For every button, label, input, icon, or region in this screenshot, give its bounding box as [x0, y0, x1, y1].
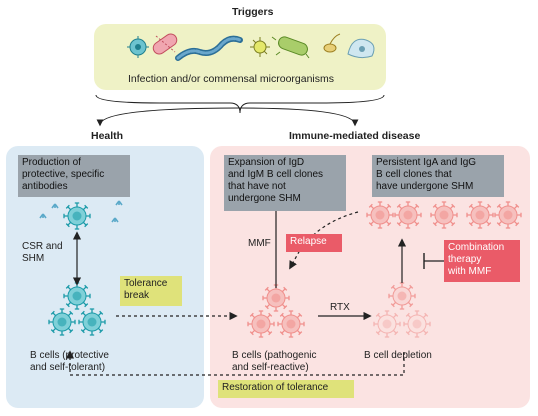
- b-cell-icon: [366, 201, 394, 229]
- b-cell-icon: [78, 308, 106, 336]
- chain-bacterium-icon: [175, 35, 243, 61]
- microorganism-icons: [127, 33, 375, 61]
- bcell-cluster-pathogenic: [247, 284, 305, 338]
- triggers-title: Triggers: [232, 6, 274, 18]
- expansion-box: Expansion of IgD and IgM B cell clones t…: [224, 155, 346, 211]
- b-cell-icon: [388, 282, 416, 310]
- combination-therapy-label: Combination therapy with MMF: [444, 240, 520, 282]
- bcell-depletion-label: B cell depletion: [364, 350, 432, 361]
- plasma-cell-teal: [63, 202, 91, 230]
- phage-icon: [250, 37, 270, 57]
- b-cell-icon: [277, 310, 305, 338]
- rod-bacterium-icon: [271, 36, 310, 59]
- restoration-box: Restoration of tolerance: [218, 380, 354, 398]
- persistent-box: Persistent IgA and IgG B cell clones tha…: [372, 155, 504, 197]
- b-cell-icon: [494, 201, 522, 229]
- b-cell-icon: [48, 308, 76, 336]
- arrow-to-health: [96, 107, 241, 127]
- persistent-clone-cells: [394, 201, 522, 229]
- expanded-clone-cells: [366, 201, 394, 229]
- b-cell-icon: [430, 201, 458, 229]
- bcell-cluster-teal: [48, 282, 106, 336]
- arrow-relapse: [289, 211, 359, 270]
- production-box: Production of protective, specific antib…: [18, 155, 130, 197]
- arrow-restoration: [65, 350, 405, 376]
- depletion-cells: [373, 282, 431, 338]
- virus-icon: [127, 36, 149, 58]
- b-cell-icon: [247, 310, 275, 338]
- antibody-icons: [39, 200, 123, 223]
- b-cell-icon: [403, 310, 431, 338]
- disease-bcells-label: B cells (pathogenic and self-reactive): [232, 350, 317, 373]
- tolerance-break-box: Tolerance break: [120, 276, 182, 306]
- bacterium-icon: [152, 33, 178, 55]
- b-cell-icon: [373, 310, 401, 338]
- b-cell-icon: [63, 202, 91, 230]
- inhibition-bar: [423, 253, 444, 269]
- relapse-label: Relapse: [286, 234, 342, 252]
- mmf-label: MMF: [248, 238, 271, 249]
- b-cell-icon: [262, 284, 290, 312]
- b-cell-icon: [394, 201, 422, 229]
- disease-title: Immune-mediated disease: [289, 130, 421, 142]
- b-cell-icon: [63, 282, 91, 310]
- triggers-caption: Infection and/or commensal microorganism…: [128, 73, 335, 85]
- health-title: Health: [91, 130, 124, 142]
- csr-shm-label: CSR and SHM: [22, 241, 63, 264]
- triggers-bracket: [95, 94, 385, 114]
- health-bcells-label: B cells (protective and self-tolerant): [30, 350, 109, 373]
- rtx-label: RTX: [330, 302, 350, 313]
- health-panel: [6, 146, 204, 408]
- flagellate-icon: [323, 33, 341, 53]
- protozoan-icon: [347, 38, 375, 59]
- arrow-to-disease: [239, 107, 359, 127]
- b-cell-icon: [466, 201, 494, 229]
